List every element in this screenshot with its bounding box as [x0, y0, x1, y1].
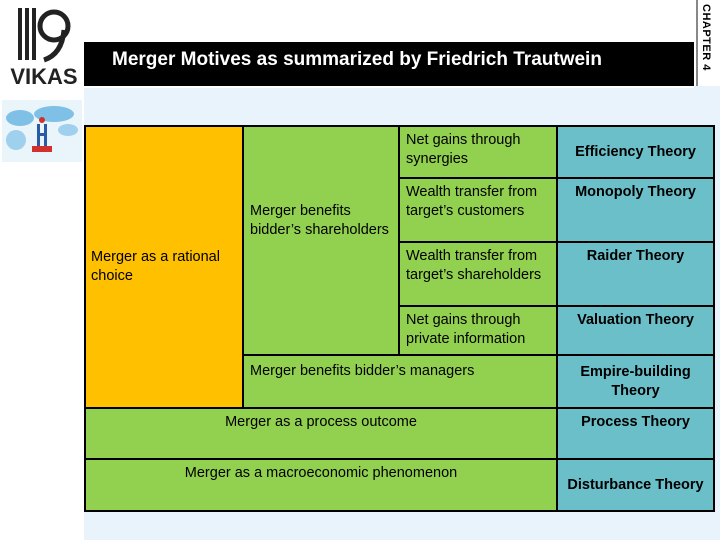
theory-label: Disturbance Theory — [567, 476, 704, 493]
chapter-tab — [696, 0, 720, 86]
motive-cell-efficiency: Net gains through synergies — [398, 125, 558, 179]
motive-cell-raider: Wealth transfer from target’s shareholde… — [398, 241, 558, 307]
theory-label: Empire-building Theory — [580, 363, 691, 399]
theory-cell-valuation: Valuation Theory — [556, 305, 715, 356]
shareholders-label: Merger benefits bidder’s shareholders — [250, 203, 389, 238]
motive-label: Wealth transfer from target’s shareholde… — [406, 248, 542, 283]
motive-label: Merger as a process outcome — [225, 414, 417, 430]
theory-label: Raider Theory — [586, 248, 685, 264]
motive-label: Wealth transfer from target’s customers — [406, 184, 538, 219]
theory-cell-raider: Raider Theory — [556, 241, 715, 307]
svg-text:VIKAS: VIKAS — [10, 64, 77, 89]
theory-cell-efficiency: Efficiency Theory — [556, 125, 715, 179]
motive-cell-process: Merger as a process outcome — [84, 407, 558, 460]
motive-cell-empire: Merger benefits bidder’s managers — [242, 354, 558, 409]
theory-label: Efficiency Theory — [575, 143, 696, 160]
theory-cell-process: Process Theory — [556, 407, 715, 460]
motive-cell-disturbance: Merger as a macroeconomic phenomenon — [84, 458, 558, 512]
chapter-label: CHAPTER 4 — [700, 4, 712, 71]
rational-choice-label: Merger as a rational choice — [91, 249, 220, 284]
theory-cell-empire: Empire-building Theory — [556, 354, 715, 409]
title-bar — [84, 40, 694, 88]
page-title: Merger Motives as summarized by Friedric… — [112, 49, 602, 70]
motive-label: Merger as a macroeconomic phenomenon — [184, 465, 458, 481]
theory-cell-monopoly: Monopoly Theory — [556, 177, 715, 243]
rational-choice-cell: Merger as a rational choice — [84, 125, 244, 409]
vikas-logo: VIKAS — [10, 8, 78, 89]
motive-cell-valuation: Net gains through private information — [398, 305, 558, 356]
theory-label: Monopoly Theory — [575, 184, 696, 200]
motive-cell-monopoly: Wealth transfer from target’s customers — [398, 177, 558, 243]
theory-label: Valuation Theory — [577, 312, 694, 328]
world-map-icon — [2, 100, 82, 162]
left-strip — [0, 0, 84, 540]
motive-label: Merger benefits bidder’s managers — [250, 363, 475, 379]
motive-label: Net gains through synergies — [406, 132, 521, 167]
theory-cell-disturbance: Disturbance Theory — [556, 458, 715, 512]
theory-label: Process Theory — [581, 414, 690, 430]
motive-label: Net gains through private information — [406, 312, 526, 347]
shareholders-cell: Merger benefits bidder’s shareholders — [242, 125, 400, 356]
